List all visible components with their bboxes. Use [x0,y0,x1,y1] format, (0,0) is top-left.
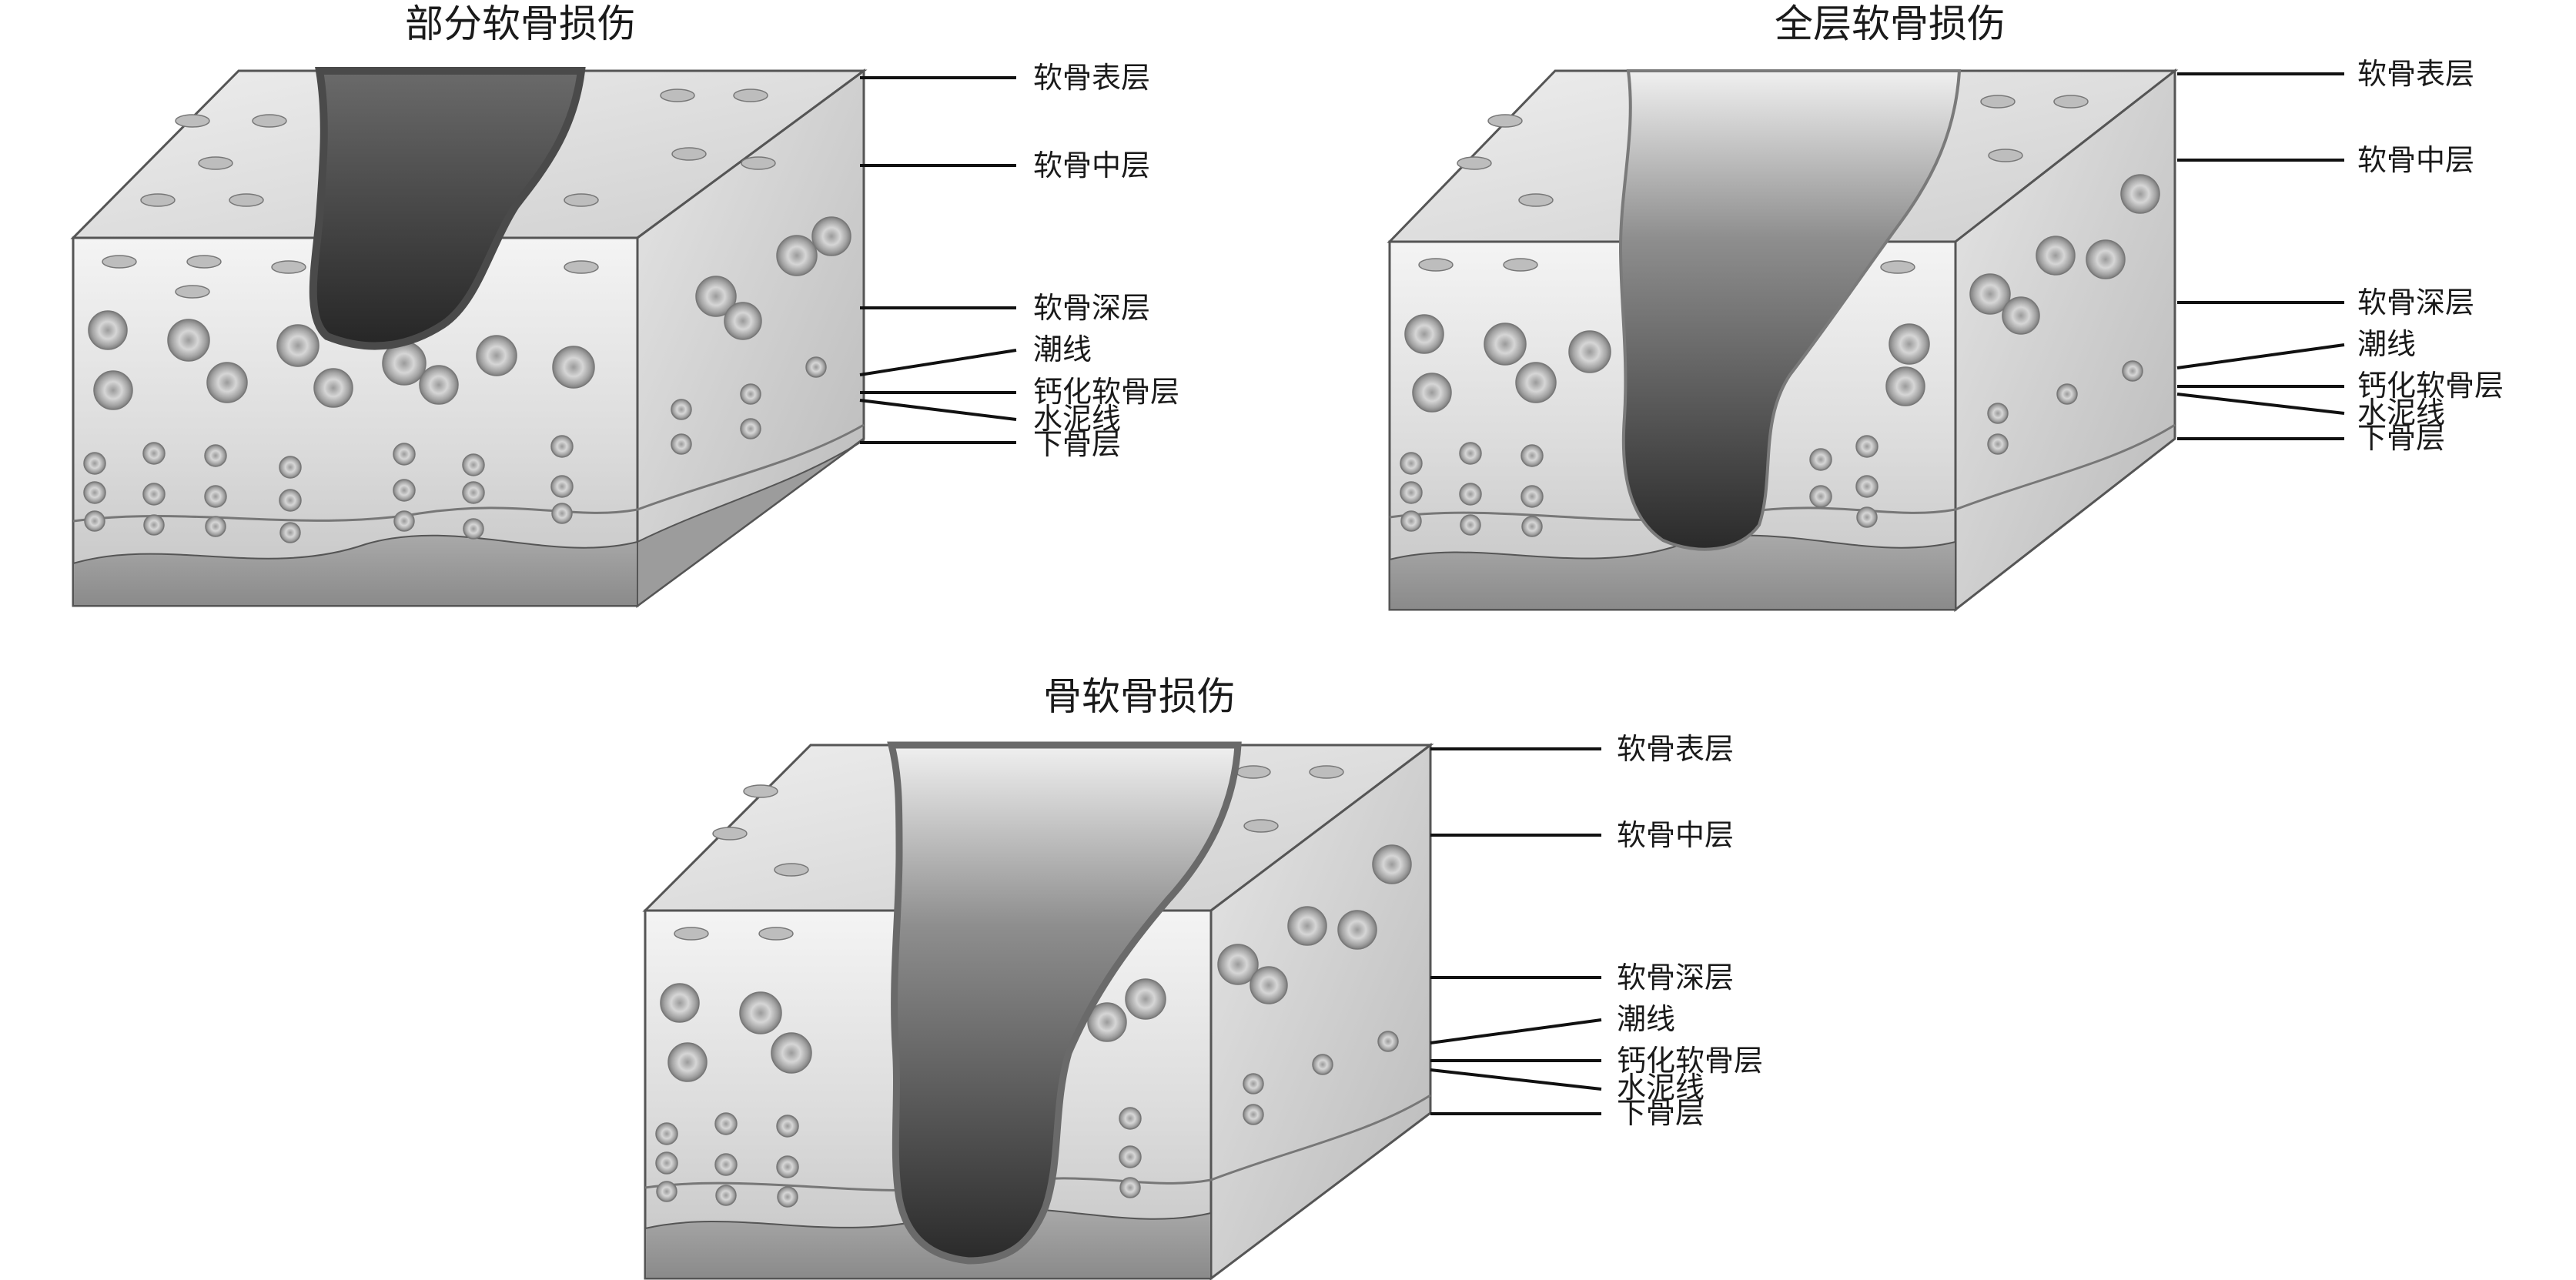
subchondral-bone-layer [72,534,638,607]
subchondral-bone-side [637,437,865,607]
partial-defect [309,67,586,350]
label-deep-zone: 软骨深层 [1617,961,1734,994]
label-subchondral-bone: 下骨层 [1617,1096,1705,1130]
label-deep-zone: 软骨深层 [2357,286,2474,319]
label-cement-line: 水泥线 [1617,1071,1705,1105]
tidemark-line [644,1094,1431,1191]
label-calcified-cartilage: 钙化软骨层 [2357,369,2504,403]
osteochondral-defect [887,741,1242,1265]
label-middle-zone: 软骨中层 [2357,143,2474,177]
surface-cells [674,765,1344,941]
label-subchondral-bone: 下骨层 [2357,421,2445,455]
panel-title: 骨软骨损伤 [1043,674,1236,719]
label-middle-zone: 软骨中层 [1617,818,1734,852]
cartilage-block [1387,68,2179,613]
label-middle-zone: 软骨中层 [1033,149,1150,182]
panel-title: 全层软骨损伤 [1775,2,2006,46]
label-superficial-zone: 软骨表层 [1617,732,1734,766]
label-superficial-zone: 软骨表层 [1033,61,1150,95]
tidemark-line [72,423,865,523]
layer-labels: 软骨表层 软骨中层 软骨深层 潮线 钙化软骨层 水泥线 下骨层 [2176,57,2504,455]
label-calcified-cartilage: 钙化软骨层 [1617,1044,1763,1078]
panel-osteochondral: 骨软骨损伤 [642,674,1763,1280]
label-superficial-zone: 软骨表层 [2357,57,2474,91]
label-tidemark: 潮线 [2357,327,2416,361]
label-calcified-cartilage: 钙化软骨层 [1033,375,1179,409]
label-cement-line: 水泥线 [2357,396,2445,429]
cartilage-block [70,67,868,608]
layer-labels: 软骨表层 软骨中层 软骨深层 潮线 钙化软骨层 水泥线 下骨层 [859,61,1179,461]
tidemark-line [1389,423,2176,521]
panel-full-thickness: 全层软骨损伤 [1387,2,2504,613]
label-tidemark: 潮线 [1033,333,1092,366]
chondrocyte-cells [83,216,851,543]
chondrocyte-cells [655,844,1412,1208]
full-thickness-defect [1618,69,1962,551]
panel-title: 部分软骨损伤 [405,2,636,46]
panel-partial-thickness: 部分软骨损伤 [70,2,1179,608]
label-tidemark: 潮线 [1617,1002,1675,1036]
surface-cells [102,89,776,299]
cartilage-block [642,741,1434,1280]
layer-labels: 软骨表层 软骨中层 软骨深层 潮线 钙化软骨层 水泥线 下骨层 [1430,732,1763,1130]
label-cement-line: 水泥线 [1033,402,1121,436]
chondrocyte-cells [1400,174,2160,537]
label-subchondral-bone: 下骨层 [1033,427,1121,461]
label-deep-zone: 软骨深层 [1033,291,1150,325]
